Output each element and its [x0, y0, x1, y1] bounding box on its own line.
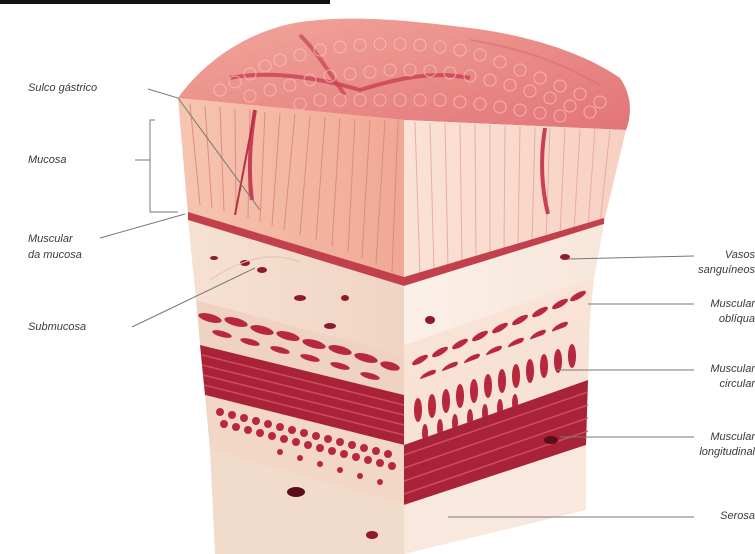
label-submucosa: Submucosa: [28, 321, 86, 334]
label-sulco-gastrico: Sulco gástrico: [28, 82, 97, 95]
label-muscular-mucosa-2: da mucosa: [28, 249, 82, 262]
label-longitudinal-1: Muscular: [710, 431, 755, 444]
label-muscular-mucosa-1: Muscular: [28, 233, 73, 246]
label-mucosa: Mucosa: [28, 154, 67, 167]
label-vasos-1: Vasos: [725, 249, 755, 262]
label-obliqua-2: oblíqua: [719, 313, 755, 326]
label-longitudinal-2: longitudinal: [699, 446, 755, 459]
label-circular-2: circular: [720, 378, 755, 391]
label-obliqua-1: Muscular: [710, 298, 755, 311]
label-serosa: Serosa: [720, 510, 755, 523]
label-vasos-2: sanguíneos: [698, 264, 755, 277]
label-circular-1: Muscular: [710, 363, 755, 376]
